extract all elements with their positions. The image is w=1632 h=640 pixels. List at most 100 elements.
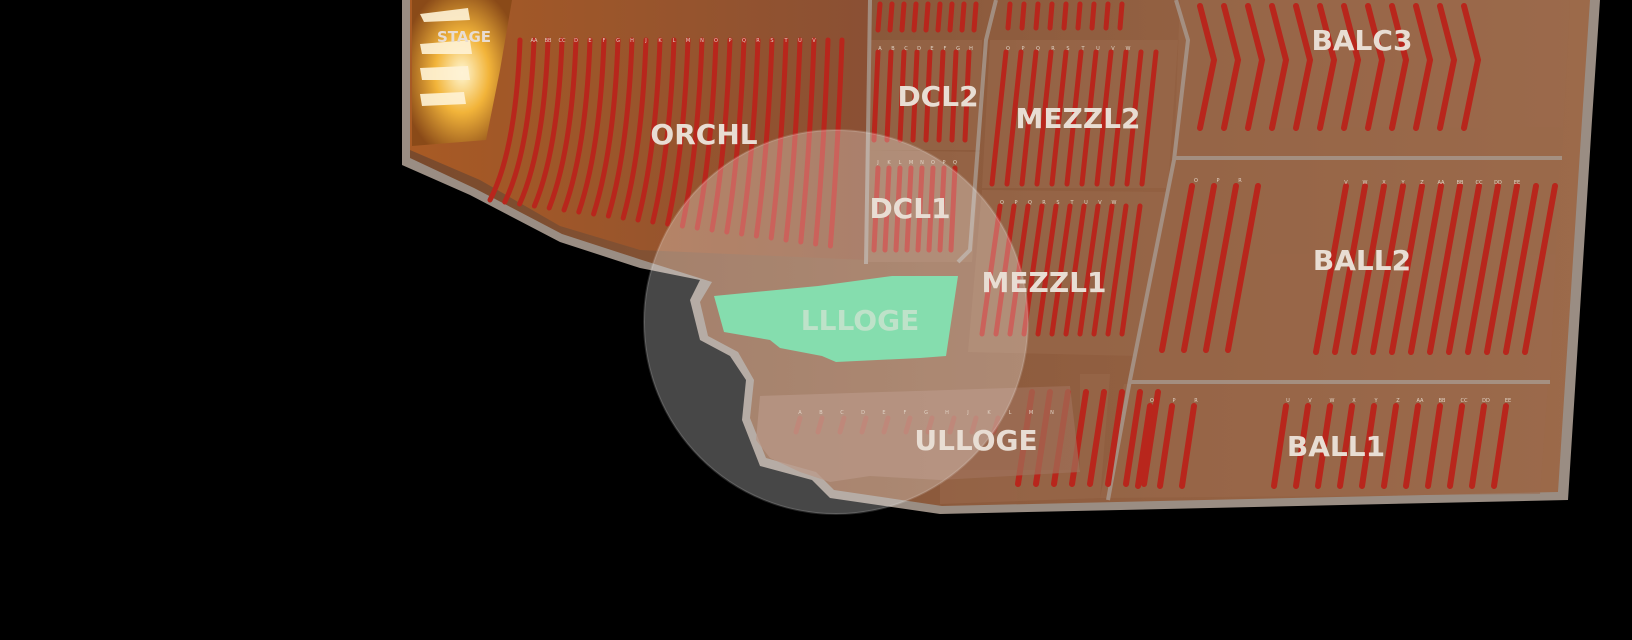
seat-row <box>936 49 946 143</box>
mezzl2-label[interactable]: MEZZL2 <box>1016 102 1141 135</box>
row-letter: E <box>930 46 933 52</box>
seat-row <box>1007 203 1031 337</box>
seat-row <box>1408 183 1444 355</box>
seat-row <box>1061 1 1069 31</box>
row-letter: AA <box>1417 398 1425 404</box>
seat-row <box>959 1 967 33</box>
seat-row <box>1075 1 1083 31</box>
seat-row <box>1105 389 1125 487</box>
seat-row <box>979 203 1003 337</box>
seat-row <box>694 37 719 231</box>
row-letter: F <box>603 38 606 44</box>
seat-row <box>871 165 881 253</box>
row-letter: F <box>944 46 947 52</box>
seat-row <box>937 165 947 253</box>
row-letter: U <box>1286 398 1290 404</box>
ulloge-label[interactable]: ULLOGE <box>914 424 1037 457</box>
row-letter: K <box>658 38 662 44</box>
mezzl1-label[interactable]: MEZZL1 <box>982 266 1107 299</box>
row-letter: S <box>1056 200 1059 206</box>
seat-row <box>1389 3 1410 131</box>
row-letter: N <box>920 160 924 166</box>
llloge-section[interactable] <box>714 276 958 362</box>
row-letter: V <box>1308 398 1312 404</box>
seat-row <box>926 165 936 253</box>
row-letter: J <box>966 410 968 416</box>
seat-row <box>1271 403 1289 489</box>
dcl2-label[interactable]: DCL2 <box>897 80 978 113</box>
seat-row <box>949 49 959 143</box>
row-letter: T <box>1080 46 1085 52</box>
dcl1-label[interactable]: DCL1 <box>869 192 950 225</box>
seat-row <box>1179 403 1197 489</box>
seat-row <box>650 37 677 225</box>
row-letter: L <box>899 160 902 166</box>
row-letter: E <box>882 410 885 416</box>
seat-row <box>1103 1 1111 31</box>
seat-row <box>1087 389 1107 487</box>
row-letter: G <box>956 46 960 52</box>
row-letter: O <box>1150 398 1154 404</box>
seat-row <box>709 37 733 233</box>
seat-row <box>531 37 565 209</box>
seat-row <box>871 49 881 143</box>
row-letter: H <box>969 46 973 52</box>
seat-row <box>911 1 919 33</box>
row-letter: T <box>1069 200 1074 206</box>
row-letter: AA <box>1438 180 1446 186</box>
seat-row <box>605 37 635 219</box>
seat-row <box>1181 183 1217 353</box>
row-letter: O <box>931 160 935 166</box>
row-letter: CC <box>559 38 566 44</box>
seat-row <box>739 37 761 237</box>
seat-row <box>935 1 943 33</box>
row-letter: D <box>574 38 578 44</box>
row-letter: V <box>1098 200 1102 206</box>
seat-row <box>887 1 895 33</box>
seat-row <box>1159 183 1195 353</box>
row-letter: M <box>686 38 690 44</box>
row-letter: AA <box>531 38 539 44</box>
seat-row <box>1094 49 1114 187</box>
seat-row <box>1117 1 1125 31</box>
row-letter: A <box>878 46 882 52</box>
row-letter: D <box>917 46 921 52</box>
seat-row <box>1332 183 1368 355</box>
row-letter: S <box>1066 46 1069 52</box>
ulloge-floor <box>756 386 1080 482</box>
seat-row <box>576 37 607 215</box>
seat-row <box>947 1 955 33</box>
row-letter: EE <box>1514 180 1520 186</box>
row-letter: U <box>798 38 802 44</box>
row-letter: CC <box>1476 180 1483 186</box>
magnifier-lens <box>643 129 1029 515</box>
seat-row <box>1079 49 1099 187</box>
row-letter: O <box>1000 200 1004 206</box>
seat-row <box>1157 403 1175 489</box>
seat-row <box>1503 183 1539 355</box>
ball1-label[interactable]: BALL1 <box>1287 430 1385 463</box>
seat-row <box>875 1 883 33</box>
seat-row <box>962 49 972 143</box>
row-letter: O <box>714 38 718 44</box>
seat-row <box>1403 403 1421 489</box>
row-letter: X <box>1382 180 1386 186</box>
seat-row <box>1077 203 1101 337</box>
seat-rows <box>487 1 1558 489</box>
row-letter: DD <box>1482 398 1490 404</box>
seat-row <box>904 165 914 253</box>
seat-row <box>915 165 925 253</box>
seat-row <box>1389 183 1425 355</box>
seat-row <box>1203 183 1239 353</box>
seat-row <box>1381 403 1399 489</box>
row-letter: DD <box>1494 180 1502 186</box>
seat-row <box>1123 389 1143 487</box>
orchl-label[interactable]: ORCHL <box>650 118 757 151</box>
seat-row <box>1370 183 1406 355</box>
seat-row <box>1124 49 1144 187</box>
row-letter: F <box>904 410 907 416</box>
row-letter: P <box>1216 178 1219 184</box>
ball2-label[interactable]: BALL2 <box>1313 244 1411 277</box>
row-letter: L <box>673 38 676 44</box>
balc3-label[interactable]: BALC3 <box>1312 24 1413 57</box>
